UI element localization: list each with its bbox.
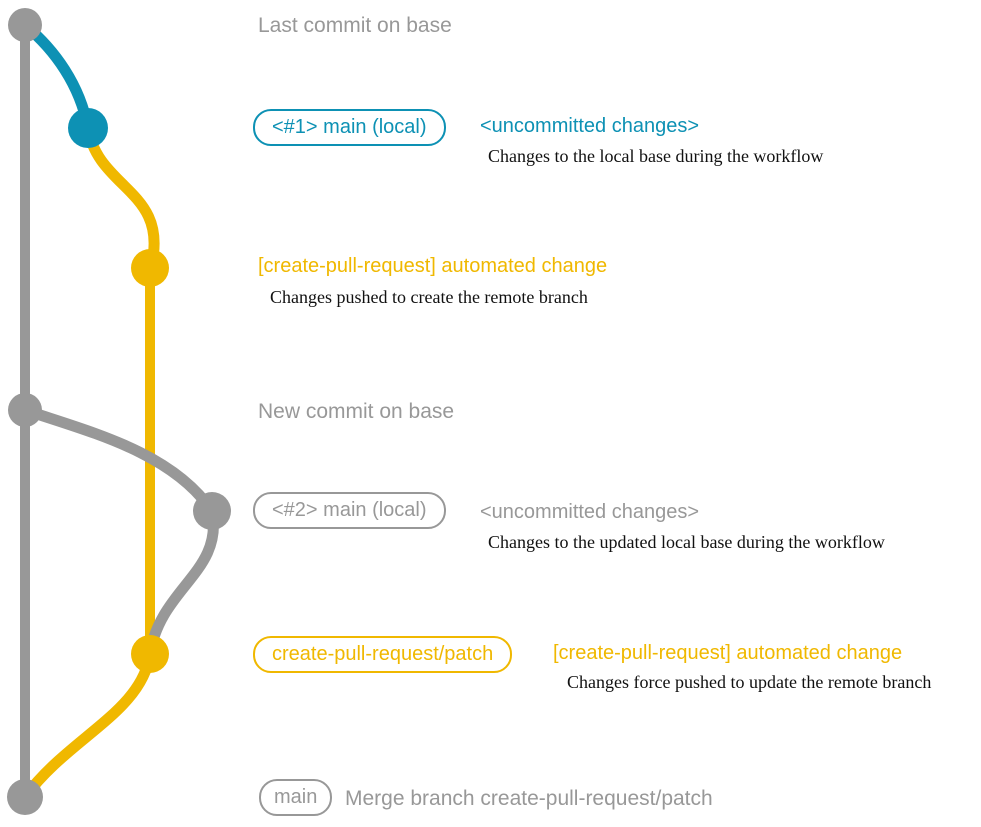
- commit-message-merge-branch: Merge branch create-pull-request/patch: [345, 787, 713, 810]
- branch-line-gray-rebase-out: [19, 404, 218, 517]
- branch-badge-create-pull-request-patch: create-pull-request/patch: [253, 636, 513, 673]
- commit-message-automated-change-1: [create-pull-request] automated change: [258, 255, 608, 277]
- note-last-commit-on-base: Last commit on base: [258, 14, 452, 37]
- commit-dot-local-1: [68, 108, 108, 148]
- branch-badge-main-local-1: <#1> main (local): [253, 109, 446, 146]
- commit-message-uncommitted-2: <uncommitted changes>: [480, 501, 700, 523]
- commit-message-automated-change-2: [create-pull-request] automated change: [553, 642, 903, 664]
- commit-dot-new-base: [8, 393, 42, 427]
- commit-description-uncommitted-2: Changes to the updated local base during…: [488, 532, 885, 552]
- note-new-commit-on-base: New commit on base: [258, 400, 455, 423]
- commit-dot-merge: [7, 779, 43, 815]
- commit-message-uncommitted-1: <uncommitted changes>: [480, 115, 700, 137]
- branch-line-yellow-merge: [19, 648, 156, 803]
- commit-dot-last-base: [8, 8, 42, 42]
- commit-dot-local-2: [193, 492, 231, 530]
- commit-description-automated-change-2: Changes force pushed to update the remot…: [567, 672, 932, 692]
- branch-line-gray-rebase-in: [144, 505, 219, 660]
- commit-description-uncommitted-1: Changes to the local base during the wor…: [488, 146, 824, 166]
- branch-badge-main: main: [259, 779, 333, 816]
- branch-badge-main-local-2: <#2> main (local): [253, 492, 446, 529]
- commit-dot-push: [131, 249, 169, 287]
- branch-line-yellow-push: [82, 122, 160, 273]
- commit-description-automated-change-1: Changes pushed to create the remote bran…: [270, 287, 588, 307]
- commit-dot-force-push: [131, 635, 169, 673]
